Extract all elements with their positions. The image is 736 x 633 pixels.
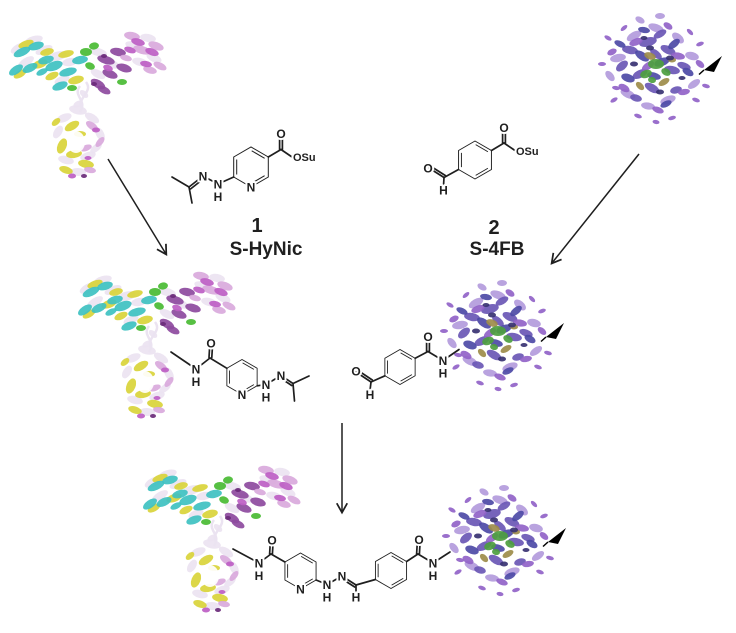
compound-1-structure: N N H N O OSu 1 S-HyNic <box>171 125 318 260</box>
atom-O-carbonyl: O <box>276 127 285 141</box>
atom-N-pyridine: N <box>247 181 256 195</box>
antibody-hynic-bonds <box>170 345 310 402</box>
final-conjugate-bonds <box>232 541 451 594</box>
compound-2-atoms: O H O OSu <box>421 119 540 200</box>
atom-OSu-ester: OSu <box>516 146 539 158</box>
compound-1-bonds <box>171 136 293 204</box>
antibody-hynic-linker: N H O N N H N <box>170 335 310 407</box>
atom-N-hydrazine: N <box>214 178 223 192</box>
antibody-structure-top-left <box>5 29 170 180</box>
atom-H-aldehyde: H <box>366 388 375 402</box>
atom-O-aldehyde: O <box>423 162 432 176</box>
atom-O-aldehyde: O <box>351 365 360 379</box>
atom-O-carbonyl: O <box>423 330 432 344</box>
final-conjugate-atoms: N H O N N H N H O N H <box>253 531 440 607</box>
atom-O-carbonyl-left: O <box>267 534 276 548</box>
compound-1-name: S-HyNic <box>230 239 303 260</box>
atom-H-methine: H <box>352 591 361 605</box>
atom-H-amide-left: H <box>255 569 264 583</box>
atom-N-imine: N <box>277 369 286 383</box>
protein-4fb-linker: O H O N H <box>349 328 460 404</box>
atom-N-amide-right: N <box>429 557 438 571</box>
arrow-antibody-to-hynic-modification <box>107 158 168 257</box>
atom-N-hydrazone: N <box>323 578 332 592</box>
compound-2-number: 2 <box>488 217 499 239</box>
atom-H-aldehyde: H <box>439 184 448 198</box>
compound-1-atoms: N N H N O OSu <box>197 125 318 206</box>
protein-4fb-modified-structure <box>439 279 565 393</box>
compound-2-bonds <box>428 130 516 187</box>
compound-2-structure: O H O OSu 2 S-4FB <box>421 119 540 260</box>
atom-N-imine: N <box>199 170 208 184</box>
atom-H-hydrazine: H <box>214 190 223 204</box>
protein-structure-top-right <box>597 12 723 126</box>
atom-N-pyridine: N <box>238 388 247 402</box>
atom-H-amide: H <box>439 367 448 381</box>
final-conjugate-linker: N H O N N H N H O N H <box>232 531 451 607</box>
reaction-arrows <box>107 153 640 515</box>
atom-N-imine: N <box>338 570 347 584</box>
atom-O-carbonyl-right: O <box>414 533 423 547</box>
atom-H-hydrazine: H <box>262 391 271 405</box>
atom-H-hydrazone: H <box>323 591 332 605</box>
protein-conjugate-structure <box>441 484 567 598</box>
atom-N-amide-left: N <box>255 557 264 571</box>
atom-O-carbonyl: O <box>499 121 508 135</box>
antibody-conjugate-structure <box>139 463 304 614</box>
atom-N-hydrazine: N <box>262 378 271 392</box>
protein-4fb-atoms: O H O N H <box>349 328 449 404</box>
atom-H-amide-right: H <box>429 569 438 583</box>
atom-N-pyridine: N <box>296 583 305 597</box>
compound-1-number: 1 <box>251 215 262 237</box>
arrow-protein-to-4fb-modification <box>550 153 640 265</box>
atom-O-carbonyl: O <box>206 337 215 351</box>
atom-OSu-ester: OSu <box>293 152 316 164</box>
antibody-hynic-atoms: N H O N N H N <box>190 335 288 407</box>
compound-2-name: S-4FB <box>470 239 525 260</box>
atom-N-amide: N <box>192 363 201 377</box>
atom-H-amide: H <box>192 375 201 389</box>
atom-N-amide: N <box>439 354 448 368</box>
protein-4fb-bonds <box>355 339 460 392</box>
